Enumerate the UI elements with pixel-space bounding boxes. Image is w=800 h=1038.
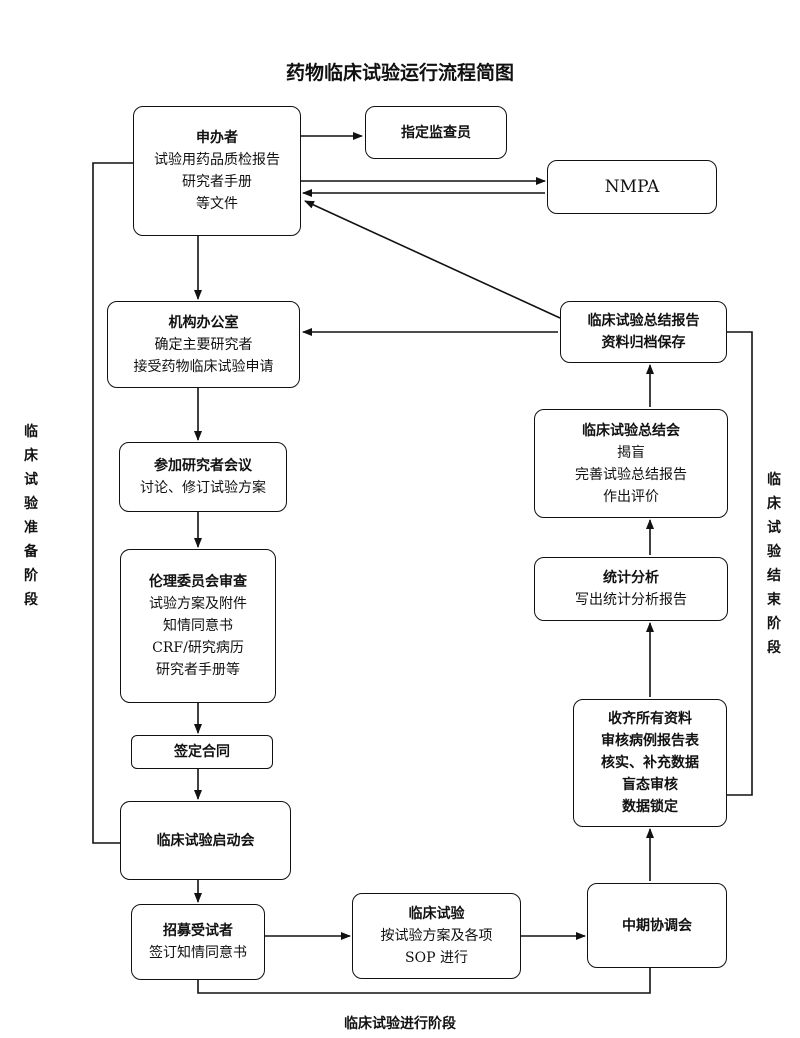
collect-box: 收齐所有资料 审核病例报告表 核实、补充数据 盲态审核 数据锁定 bbox=[573, 699, 727, 827]
summary-meeting-box: 临床试验总结会 揭盲 完善试验总结报告 作出评价 bbox=[534, 409, 728, 518]
office-title: 机构办公室 bbox=[168, 314, 239, 331]
stats-title: 统计分析 bbox=[603, 570, 659, 586]
office-box: 机构办公室 确定主要研究者 接受药物临床试验申请 bbox=[107, 301, 300, 388]
contract-title: 签定合同 bbox=[174, 744, 230, 760]
trial-line: SOP 进行 bbox=[405, 950, 468, 966]
bracket-run-phase bbox=[197, 968, 651, 994]
meeting-line: 讨论、修订试验方案 bbox=[140, 480, 266, 496]
meeting-title: 参加研究者会议 bbox=[154, 458, 252, 474]
stats-line: 写出统计分析报告 bbox=[575, 592, 687, 608]
recruit-title: 招募受试者 bbox=[163, 923, 233, 939]
office-line: 接受药物临床试验申请 bbox=[133, 358, 274, 375]
run-phase-label: 临床试验进行阶段 bbox=[344, 1016, 456, 1032]
arrow-report-sponsor bbox=[304, 200, 561, 319]
kickoff-box: 临床试验启动会 bbox=[120, 801, 291, 880]
recruit-box: 招募受试者 签订知情同意书 bbox=[131, 904, 265, 980]
sponsor-line: 试验用药品质检报告 bbox=[154, 152, 280, 168]
ethics-line: CRF/研究病历 bbox=[152, 640, 244, 656]
monitor-title: 指定监查员 bbox=[401, 124, 471, 141]
ethics-line: 试验方案及附件 bbox=[149, 596, 247, 612]
trial-title: 临床试验 bbox=[408, 906, 465, 922]
summary-meeting-line: 作出评价 bbox=[603, 488, 659, 505]
collect-line: 盲态审核 bbox=[622, 777, 678, 793]
summary-meeting-title: 临床试验总结会 bbox=[582, 422, 680, 439]
nmpa-title: NMPA bbox=[604, 177, 660, 197]
end-phase-label: 临床试验结束阶段 bbox=[767, 472, 781, 656]
office-line: 确定主要研究者 bbox=[154, 336, 253, 353]
monitor-box: 指定监查员 bbox=[365, 106, 507, 159]
sponsor-title: 申办者 bbox=[196, 130, 238, 146]
final-report-title: 临床试验总结报告 bbox=[587, 313, 700, 329]
sponsor-line: 等文件 bbox=[196, 196, 238, 212]
contract-box: 签定合同 bbox=[131, 735, 273, 769]
stats-box: 统计分析 写出统计分析报告 bbox=[534, 557, 728, 621]
sponsor-line: 研究者手册 bbox=[182, 174, 252, 190]
collect-line: 数据锁定 bbox=[622, 799, 678, 815]
final-report-line: 资料归档保存 bbox=[601, 335, 686, 351]
recruit-line: 签订知情同意书 bbox=[149, 945, 247, 961]
midterm-box: 中期协调会 bbox=[587, 883, 727, 968]
midterm-title: 中期协调会 bbox=[622, 917, 692, 934]
ethics-box: 伦理委员会审查 试验方案及附件 知情同意书 CRF/研究病历 研究者手册等 bbox=[120, 549, 276, 703]
summary-meeting-line: 完善试验总结报告 bbox=[575, 466, 687, 483]
ethics-line: 研究者手册等 bbox=[156, 662, 240, 678]
trial-line: 按试验方案及各项 bbox=[380, 928, 493, 944]
prep-phase-label: 临床试验准备阶段 bbox=[24, 424, 38, 608]
kickoff-title: 临床试验启动会 bbox=[156, 832, 255, 849]
bracket-prep-phase bbox=[92, 162, 133, 844]
collect-line: 审核病例报告表 bbox=[601, 733, 699, 749]
summary-meeting-line: 揭盲 bbox=[617, 444, 645, 461]
ethics-title: 伦理委员会审查 bbox=[149, 574, 247, 590]
ethics-line: 知情同意书 bbox=[163, 618, 233, 634]
collect-line: 收齐所有资料 bbox=[608, 711, 692, 727]
meeting-box: 参加研究者会议 讨论、修订试验方案 bbox=[119, 442, 287, 512]
nmpa-box: NMPA bbox=[547, 160, 717, 214]
collect-line: 核实、补充数据 bbox=[601, 755, 699, 771]
sponsor-box: 申办者 试验用药品质检报告 研究者手册 等文件 bbox=[133, 106, 301, 236]
bracket-end-phase bbox=[727, 331, 753, 796]
final-report-box: 临床试验总结报告 资料归档保存 bbox=[560, 301, 727, 363]
page-title: 药物临床试验运行流程简图 bbox=[285, 62, 514, 84]
trial-box: 临床试验 按试验方案及各项 SOP 进行 bbox=[352, 893, 521, 979]
